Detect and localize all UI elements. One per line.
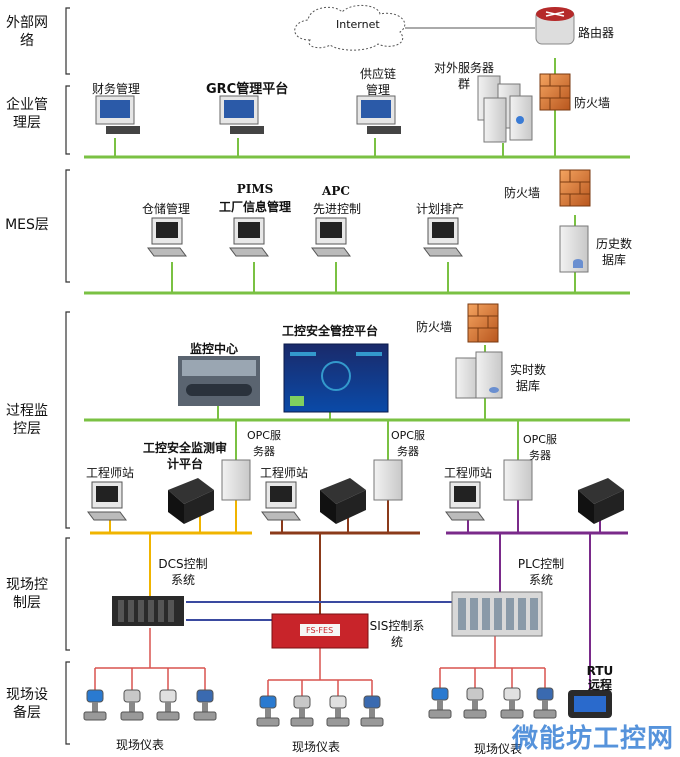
- router-label: 路由器: [578, 26, 615, 40]
- audit-platform-label: 工控安全监测审计平台: [142, 441, 227, 471]
- network-buses: [84, 155, 630, 422]
- instrument-icon: [500, 687, 524, 719]
- opc-server-label: OPC服务器: [391, 429, 425, 458]
- opc-server-icon: [503, 459, 533, 501]
- apc-sub-label: 先进控制: [312, 202, 361, 216]
- external-servers-label: 对外服务器群: [433, 61, 494, 91]
- firewall-label: 防火墙: [504, 186, 541, 200]
- grc-label: GRC管理平台: [206, 82, 289, 97]
- field-instruments: [83, 687, 557, 727]
- opc-server-icon: [221, 459, 251, 501]
- internet-cloud-icon: [294, 5, 406, 51]
- opc-server-icon: [373, 459, 403, 501]
- instrument-icon: [326, 695, 350, 727]
- rtu-label: RTU远程: [586, 664, 614, 692]
- workstation-icon: [229, 217, 269, 257]
- desktop-computers: [87, 95, 485, 521]
- instrument-icon: [463, 687, 487, 719]
- watermark: 微能坊工控网: [511, 724, 674, 754]
- layer-label-external: 外部网络: [6, 15, 48, 49]
- layer-label-field-device: 现场设备层: [6, 687, 48, 721]
- rtu-device-icon: [568, 690, 612, 718]
- dcs-rack-icon: [112, 596, 184, 626]
- realtime-db-label: 实时数据库: [509, 363, 546, 393]
- opc-server-label: OPC服务器: [247, 429, 281, 458]
- plc-rack-icon: [451, 591, 543, 637]
- audit-appliance-icon: [578, 478, 624, 524]
- plc-label: PLC控制系统: [517, 557, 565, 587]
- desktop-computer-icon: [95, 95, 140, 134]
- instrument-icon: [290, 695, 314, 727]
- workstation-icon: [311, 217, 351, 257]
- audit-appliance-icon: [168, 478, 214, 524]
- instrument-icon: [360, 695, 384, 727]
- desktop-computer-icon: [356, 95, 401, 134]
- monitor-center-label: 监控中心: [190, 342, 239, 356]
- sis-panel-icon: [271, 613, 369, 649]
- instrument-icon: [120, 689, 144, 721]
- layer-label-enterprise: 企业管理层: [6, 97, 48, 131]
- layer-brackets: [65, 7, 70, 745]
- instrument-icon: [428, 687, 452, 719]
- sis-label: SIS控制系统: [369, 619, 425, 649]
- pims-sub-label: 工厂信息管理: [218, 200, 291, 214]
- realtime-db-icon: [455, 351, 503, 399]
- control-links: [186, 601, 452, 621]
- workstation-icon: [87, 481, 127, 521]
- layer-label-mes: MES层: [5, 217, 49, 233]
- apc-label: APC: [322, 184, 350, 198]
- firewall-icon: [467, 303, 499, 343]
- router-icon: [535, 7, 575, 45]
- engineer-station-label: 工程师站: [444, 466, 493, 480]
- desktop-computer-icon: [219, 95, 264, 134]
- field-links: [94, 628, 546, 696]
- layer-label-process: 过程监控层: [6, 403, 48, 437]
- instrument-icon: [256, 695, 280, 727]
- engineer-station-label: 工程师站: [260, 466, 309, 480]
- firewall-label: 防火墙: [574, 96, 611, 110]
- firewall-icon: [559, 169, 591, 207]
- history-db-icon: [559, 225, 589, 273]
- monitor-center-image: [178, 356, 260, 406]
- ics-dashboard-image: [283, 343, 389, 413]
- field-instruments-label: 现场仪表: [474, 742, 523, 756]
- warehouse-label: 仓储管理: [142, 202, 191, 216]
- workstation-icon: [147, 217, 187, 257]
- firewall-icon: [539, 73, 571, 111]
- instrument-icon: [156, 689, 180, 721]
- server-cluster-icon: [477, 75, 533, 143]
- sis-panel-text: FS-FES: [306, 626, 334, 635]
- audit-appliance-icon: [320, 478, 366, 524]
- engineer-station-label: 工程师站: [86, 466, 135, 480]
- finance-label: 财务管理: [92, 82, 141, 96]
- history-db-label: 历史数据库: [595, 237, 632, 267]
- dcs-label: DCS控制系统: [158, 557, 208, 587]
- ics-platform-label: 工控安全管控平台: [282, 324, 379, 338]
- firewall-label: 防火墙: [416, 320, 453, 334]
- instrument-icon: [533, 687, 557, 719]
- layer-label-field-control: 现场控制层: [6, 577, 48, 611]
- pims-label: PIMS: [236, 182, 274, 196]
- workstation-icon: [445, 481, 485, 521]
- opc-server-label: OPC服务器: [523, 433, 557, 462]
- scheduling-label: 计划排产: [416, 202, 465, 216]
- network-drops: [114, 58, 576, 460]
- workstation-icon: [423, 217, 463, 257]
- instrument-icon: [193, 689, 217, 721]
- workstation-icon: [261, 481, 301, 521]
- field-instruments-label: 现场仪表: [292, 740, 341, 754]
- instrument-icon: [83, 689, 107, 721]
- supply-chain-label: 供应链管理: [360, 67, 397, 97]
- internet-label: Internet: [336, 18, 380, 31]
- field-instruments-label: 现场仪表: [116, 738, 165, 752]
